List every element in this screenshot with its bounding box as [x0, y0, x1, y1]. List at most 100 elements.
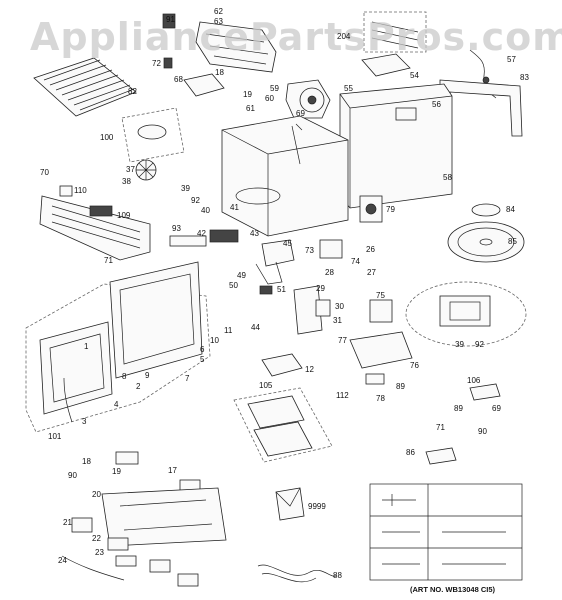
part-label-74: 71: [436, 423, 445, 432]
part-49-bracket: [255, 261, 283, 285]
part-68: [183, 73, 225, 97]
part-22: [107, 537, 129, 551]
part-label-12: 56: [432, 100, 441, 109]
part-label-69: 105: [259, 381, 273, 390]
part-50: [259, 285, 273, 295]
part-105-board-b: [253, 421, 313, 457]
part-label-50: 11: [224, 326, 233, 335]
part-76-bracket: [349, 331, 413, 369]
part-bottom-pad-b: [177, 573, 199, 587]
door-panel-window: [49, 333, 105, 403]
part-label-59: 4: [114, 400, 119, 409]
part-label-58: 2: [136, 382, 141, 391]
part-88-harness-b: [261, 573, 317, 583]
part-88-harness: [257, 564, 337, 577]
part-label-42: 29: [316, 284, 325, 293]
part-12-board: [261, 353, 303, 377]
part-label-81: 20: [92, 490, 101, 499]
part-label-10: 59: [270, 84, 279, 93]
part-label-9: 19: [243, 90, 252, 99]
part-label-1: 62: [214, 7, 223, 16]
part-label-73: 69: [492, 404, 501, 413]
door-frame-window: [119, 273, 195, 365]
group-105: [233, 387, 333, 463]
art-number: (ART NO. WB13048 CI5): [410, 585, 496, 594]
part-56: [395, 107, 417, 121]
part-label-84: 23: [95, 548, 104, 557]
part-label-35: 45: [283, 239, 292, 248]
part-57-plug: [482, 76, 490, 84]
magnetron-center: [365, 203, 377, 215]
part-label-28: 71: [104, 256, 113, 265]
part-label-86: 9999: [308, 502, 326, 511]
part-roller-ring: [471, 203, 501, 217]
part-label-27: 109: [117, 211, 131, 220]
part-110: [59, 185, 73, 197]
part-label-76: 18: [82, 457, 91, 466]
part-label-71: 78: [376, 394, 385, 403]
part-label-0: 91: [166, 15, 175, 24]
fan-motor-shaft: [307, 95, 317, 105]
part-24-wire: [61, 555, 125, 581]
part-label-43: 49: [237, 271, 246, 280]
detail-cavity-inner: [449, 301, 481, 321]
part-label-79: 86: [406, 448, 415, 457]
detail-cavity-part: [439, 295, 491, 327]
part-label-8: 18: [215, 68, 224, 77]
part-label-3: 204: [337, 32, 351, 41]
part-label-16: 61: [246, 104, 255, 113]
part-label-47: 30: [335, 302, 344, 311]
vent-grille-slots: [51, 205, 141, 249]
part-inner-cavity: [221, 115, 349, 237]
part-9999-envelope: [275, 487, 305, 521]
part-label-51: 10: [210, 336, 219, 345]
part-label-52: 6: [200, 345, 205, 354]
part-label-18: 100: [100, 133, 114, 142]
part-door-frame: [109, 261, 203, 379]
part-label-32: 93: [172, 224, 181, 233]
part-label-60: 3: [82, 417, 87, 426]
part-45: [261, 239, 295, 267]
part-label-7: 68: [174, 75, 183, 84]
part-54: [361, 53, 411, 77]
stirrer-spokes: [136, 160, 156, 180]
part-capacitor-75: [369, 299, 393, 323]
glass-tray-inner: [457, 227, 515, 257]
part-label-34: 43: [250, 229, 259, 238]
part-label-5: 83: [520, 73, 529, 82]
part-label-38: 73: [305, 246, 314, 255]
bottom-plate-edges: [119, 499, 213, 531]
part-21: [71, 517, 93, 533]
filter-mesh: [43, 59, 135, 111]
part-86: [425, 447, 457, 465]
cavity-turntable-recess: [235, 187, 281, 205]
part-label-17: 69: [296, 109, 305, 118]
part-label-22: 92: [191, 196, 200, 205]
part-18-19: [115, 451, 139, 465]
part-door-latch: [293, 285, 323, 335]
part-label-46: 75: [376, 291, 385, 300]
hardware-table-grid: [370, 484, 522, 580]
part-label-26: 110: [74, 186, 87, 195]
watermark-text: AppliancePartsPros.com: [30, 15, 562, 59]
part-label-13: 54: [410, 71, 419, 80]
group-100: [121, 107, 185, 163]
part-transformer-73: [319, 239, 343, 259]
part-label-72: 89: [454, 404, 463, 413]
part-hinge-91: [162, 13, 176, 29]
glass-tray-center: [479, 238, 493, 246]
part-top-bracket: [195, 21, 277, 73]
part-label-80: 17: [168, 466, 177, 475]
part-label-61: 101: [48, 432, 62, 441]
part-label-53: 5: [200, 355, 205, 364]
part-bottom-pad-a: [149, 559, 171, 573]
part-204-strips: [371, 21, 419, 49]
part-label-31: 84: [506, 205, 515, 214]
part-label-63: 92: [475, 340, 484, 349]
part-label-64: 12: [305, 365, 314, 374]
part-89-small: [365, 373, 385, 385]
part-label-41: 28: [325, 268, 334, 277]
part-label-20: 38: [122, 177, 131, 186]
hardware-screws: [382, 494, 506, 565]
